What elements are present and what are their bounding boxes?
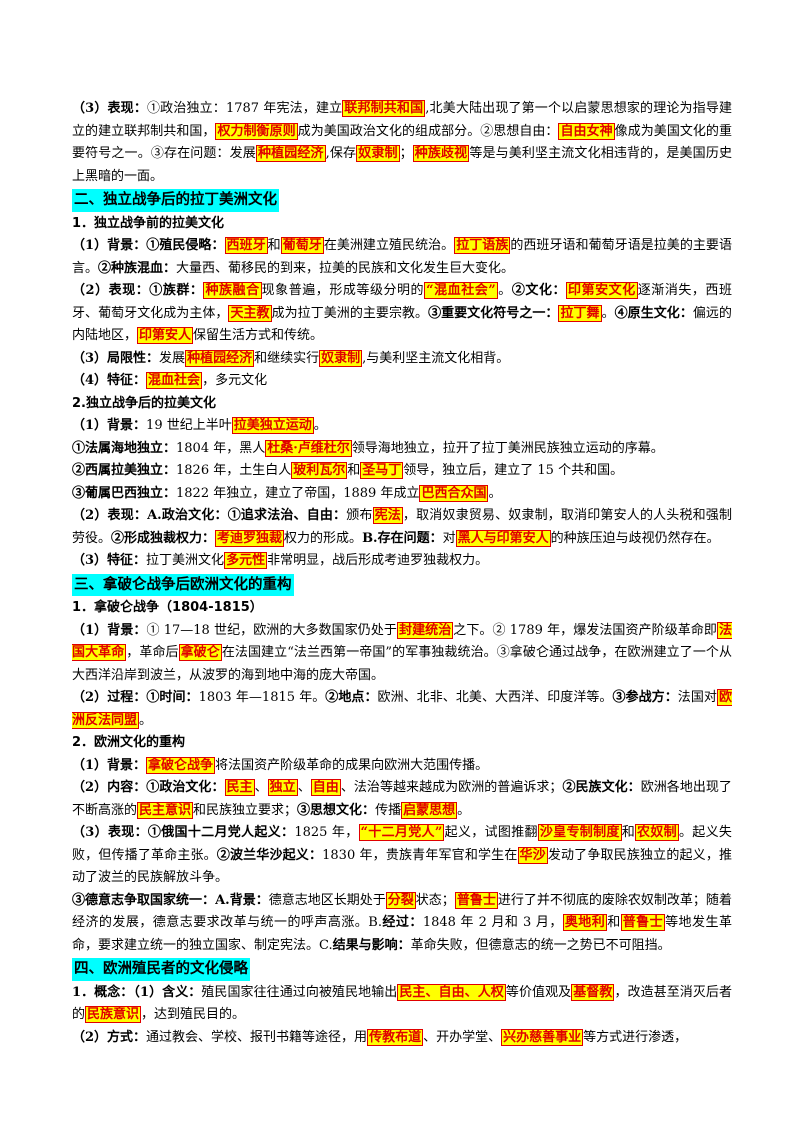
key-term: 杜桑·卢维杜尔 [265,439,352,457]
paragraph: （2）表现：A.政治文化：①追求法治、自由：颁布宪法，取消奴隶贸易、奴隶制，取消… [72,507,732,547]
key-term: 种植园经济 [185,349,255,367]
key-term: 传教布道 [367,1028,424,1046]
key-term: 华沙 [517,846,548,864]
paragraph: 1．概念：（1）含义：殖民国家往往通过向被殖民地输出民主、自由、人权等价值观及基… [72,983,732,1023]
key-term: 玻利瓦尔 [291,462,348,479]
key-term: 宪法 [372,507,403,524]
key-term: 印第安人 [137,327,194,344]
key-term: 拿破仑 [178,644,222,661]
paragraph: （3）局限性：发展种植园经济和继续实行奴隶制,与美利坚主流文化相背。 [72,349,510,367]
subsection-heading: 2．欧洲文化的重构 [72,735,186,750]
key-term: 天主教 [228,304,272,322]
paragraph: （3）表现：①政治独立：1787 年宪法，建立联邦制共和国,北美大陆出现了第一个… [72,100,732,184]
key-term: 拉美独立运动 [231,417,314,434]
key-term: 封建统治 [397,621,454,639]
key-term: 联邦制共和国 [342,100,426,117]
paragraph: （2）表现：①族群：种族融合现象普遍，形成等级分明的“混血社会”。②文化：印第安… [72,282,732,344]
key-term: 分裂 [385,891,416,909]
key-term: 种族歧视 [412,145,470,162]
paragraph: （1）背景：19 世纪上半叶拉美独立运动。 [72,417,327,434]
key-term: 奥地利 [562,914,608,931]
paragraph: （1）背景：①殖民侵略：西班牙和葡萄牙在美洲建立殖民统治。拉丁语族的西班牙语和葡… [72,237,732,276]
subsection-heading: 1．独立战争前的拉美文化 [72,215,225,231]
key-term: 独立 [267,779,298,796]
key-term: 启蒙思想 [401,801,458,819]
key-term: 民族意识 [85,1006,142,1023]
key-term: 自由女神 [558,122,615,140]
subsection-heading: 2.独立战争后的拉美文化 [72,395,216,411]
key-term: 沙皇专制制度 [537,824,622,841]
section-heading: 二、独立战争后的拉丁美洲文化 [72,189,279,212]
key-term: 拿破仑战争 [146,756,216,774]
key-term: 基督教 [571,983,615,1001]
key-term: 自由 [310,779,341,796]
paragraph: ③葡属巴西独立：1822 年独立，建立了帝国，1889 年成立巴西合众国。 [72,484,502,502]
key-term: 普鲁士 [620,914,666,931]
key-term: 奴隶制 [319,349,363,367]
key-term: 民主、自由、人权 [397,983,506,1001]
paragraph: （2）内容：①政治文化：民主、独立、自由、法治等越来越成为欧洲的普遍诉求；②民族… [72,779,732,819]
key-term: 民主意识 [137,801,194,819]
key-term: 种族融合 [203,282,262,299]
key-term: 葡萄牙 [280,237,324,254]
document-page: （3）表现：①政治独立：1787 年宪法，建立联邦制共和国,北美大陆出现了第一个… [72,98,732,1049]
key-term: 圣马丁 [360,462,404,479]
key-term: 普鲁士 [454,891,498,909]
paragraph: （4）特征：混血社会，多元文化 [72,372,268,389]
paragraph: ①法属海地独立：1804 年，黑人杜桑·卢维杜尔领导海地独立，拉开了拉丁美洲民族… [72,439,664,457]
paragraph: ③德意志争取国家统一：A.背景：德意志地区长期处于分裂状态；普鲁士进行了并不彻底… [72,891,732,953]
key-term: 权力制衡原则 [215,122,298,140]
key-term: 拉丁语族 [454,237,511,254]
key-term: 民主 [224,779,255,796]
paragraph: （3）表现：①俄国十二月党人起义：1825 年，“十二月党人”起义，试图推翻沙皇… [72,824,732,885]
paragraph: ②西属拉美独立：1826 年，土生白人玻利瓦尔和圣马丁领导，独立后，建立了 15… [72,462,624,479]
key-term: 考迪罗独裁 [215,529,285,547]
key-term: 巴西合众国 [419,484,489,502]
key-term: 黑人与印第安人 [455,529,551,547]
section-heading: 四、欧洲殖民者的文化侵略 [72,958,250,981]
paragraph: （2）方式：通过教会、学校、报刊书籍等途径，用传教布道、开办学堂、兴办慈善事业等… [72,1028,688,1046]
paragraph: （2）过程：①时间：1803 年—1815 年。②地点：欧洲、北非、北美、大西洋… [72,689,732,729]
key-term: “混血社会” [424,282,498,299]
paragraph: （3）特征：拉丁美洲文化多元性非常明显，战后形成考迪罗独裁权力。 [72,552,489,569]
key-term: 奴隶制 [356,145,400,162]
key-term: 兴办慈善事业 [501,1028,584,1046]
key-term: 多元性 [224,552,268,569]
key-term: 农奴制 [635,824,679,841]
key-term: 混血社会 [146,372,203,389]
section-heading: 三、拿破仑战争后欧洲文化的重构 [72,573,294,596]
subsection-heading: 1．拿破仑战争（1804-1815） [72,600,263,615]
paragraph: （1）背景：① 17—18 世纪，欧洲的大多数国家仍处于封建统治之下。② 178… [72,621,732,683]
key-term: 印第安文化 [566,282,638,299]
key-term: 西班牙 [224,237,268,254]
key-term: 种植园经济 [255,145,326,162]
key-term: “十二月党人” [358,824,445,841]
paragraph: （1）背景：拿破仑战争将法国资产阶级革命的成果向欧洲大范围传播。 [72,756,489,774]
key-term: 拉丁舞 [558,304,602,322]
